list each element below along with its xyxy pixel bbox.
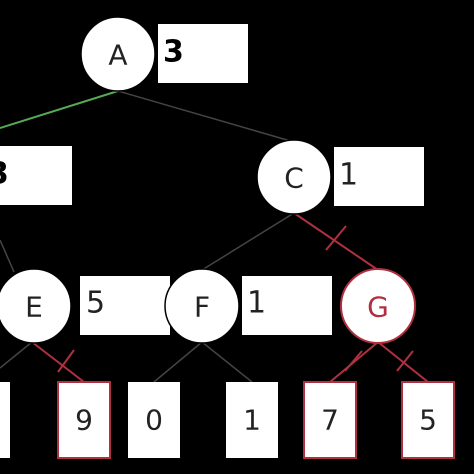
- prune-mark-e-leaf: [57, 349, 75, 373]
- node-e-value: 5: [86, 286, 105, 321]
- node-c-value: 1: [339, 158, 358, 193]
- node-g-circle: [340, 268, 416, 344]
- leaf-2-value: 9: [75, 404, 93, 437]
- leaf-3-value: 0: [145, 404, 163, 437]
- node-e-circle: [0, 268, 72, 344]
- edge-b-child: [0, 239, 15, 273]
- node-f-label: F: [194, 291, 210, 324]
- edge-e-leaf-2: [31, 341, 85, 383]
- edge-e-left: [0, 341, 33, 369]
- prune-mark-g-leaf-5: [344, 350, 363, 372]
- node-c-value-box: [334, 147, 424, 206]
- node-c-circle: [256, 139, 332, 215]
- leaf-4-box: [226, 382, 278, 458]
- leaf-4-value: 1: [243, 404, 261, 437]
- leaf-2-box: [57, 381, 111, 459]
- edge-a-b: [0, 90, 119, 129]
- edge-c-f: [201, 212, 295, 271]
- leaf-3-box: [128, 382, 180, 458]
- node-a-circle: [80, 16, 156, 92]
- leaf-5-box: [303, 381, 357, 459]
- leaf-5-value: 7: [321, 404, 339, 437]
- node-a-value: 3: [163, 35, 184, 70]
- prune-mark-c-g: [325, 225, 347, 251]
- node-e-label: E: [25, 291, 43, 324]
- node-a-label: A: [108, 39, 127, 72]
- edge-a-c: [117, 90, 295, 143]
- node-c-label: C: [284, 162, 304, 195]
- edge-c-g: [293, 212, 379, 271]
- node-b-value-box: [0, 146, 72, 205]
- edge-f-leaf-4: [201, 341, 253, 383]
- leaf-1-box: [0, 382, 10, 458]
- node-f-value: 1: [247, 286, 266, 321]
- edge-f-leaf-3: [153, 341, 203, 383]
- edge-g-leaf-5: [329, 341, 379, 383]
- node-a-value-box: [158, 24, 248, 83]
- leaf-6-box: [401, 381, 455, 459]
- node-f-circle: [164, 268, 240, 344]
- leaf-6-value: 5: [419, 404, 437, 437]
- node-b-value: 3: [0, 157, 9, 192]
- prune-mark-g-leaf-6: [396, 350, 414, 372]
- node-f-value-box: [242, 276, 332, 335]
- node-e-value-box: [80, 276, 170, 335]
- node-g-label: G: [367, 291, 389, 324]
